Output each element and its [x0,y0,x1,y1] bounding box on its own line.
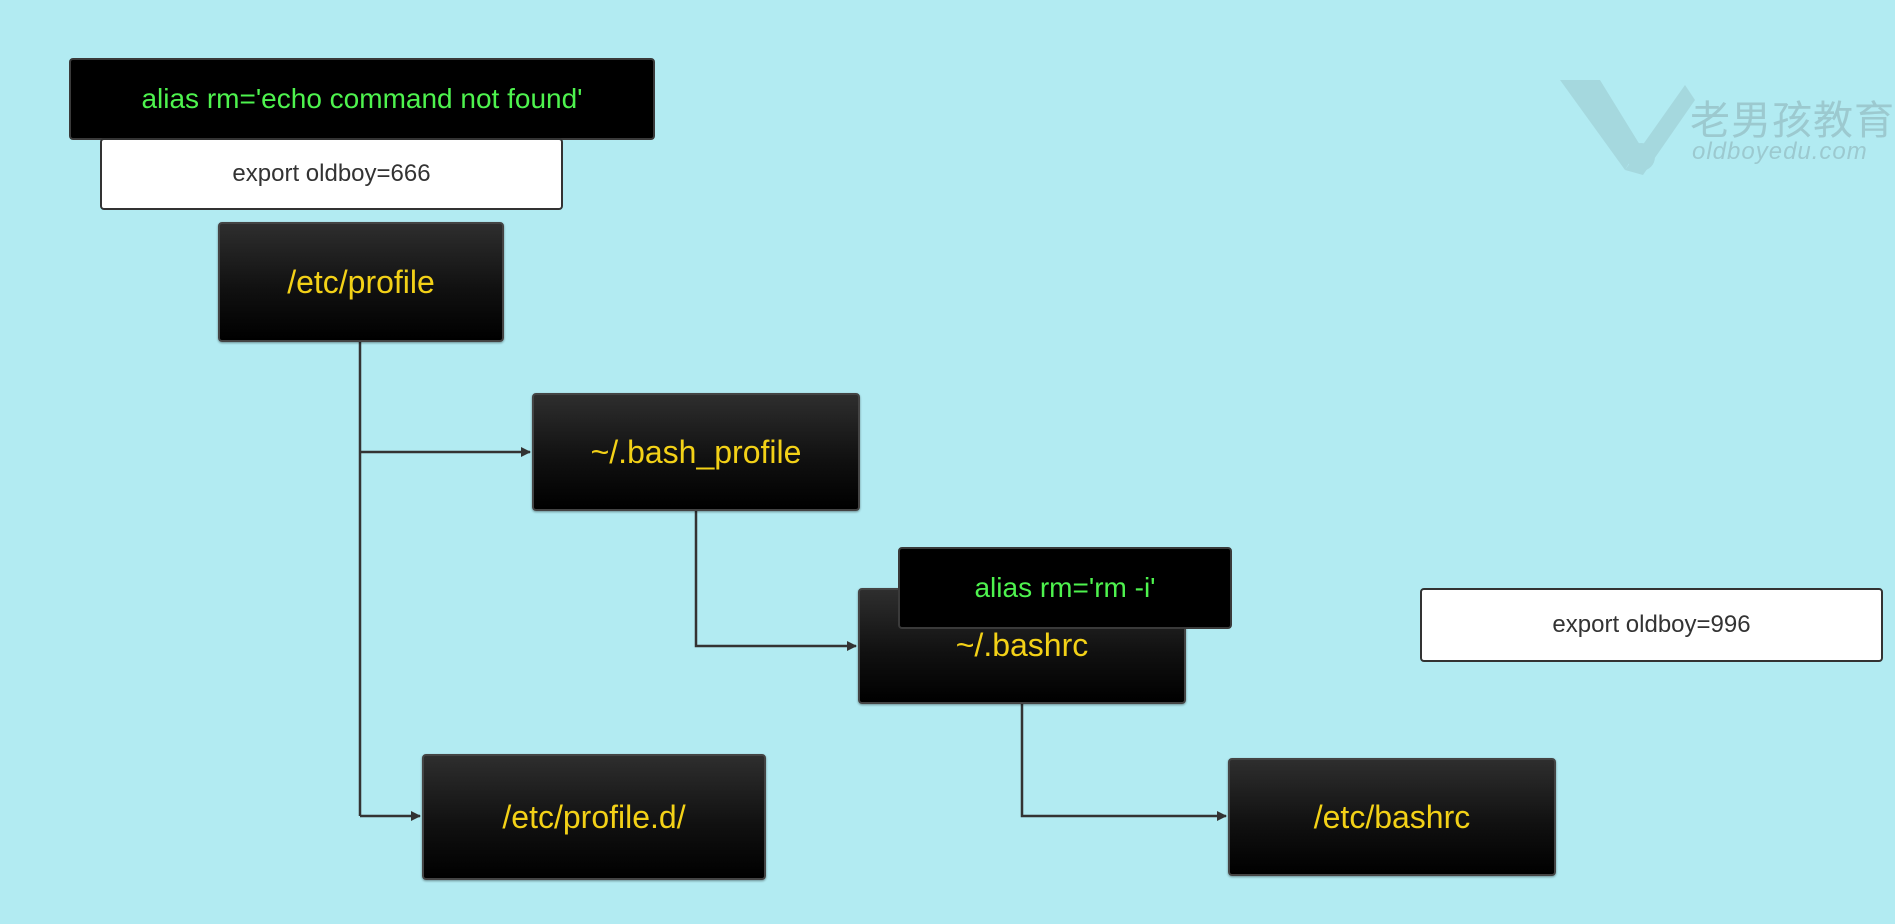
connector-to-etc-bashrc [1020,704,1227,821]
node-bashrc-label: ~/.bashrc [955,627,1089,663]
note-export-666-label: export oldboy=666 [232,160,431,187]
alias-echo-box: alias rm='echo command not found' [69,58,655,140]
node-etc-profile-label: /etc/profile [287,263,435,300]
node-etc-bashrc-label: /etc/bashrc [1313,798,1471,835]
node-etc-bashrc[interactable]: /etc/bashrc [1228,758,1556,876]
node-etc-profile[interactable]: /etc/profile [218,222,504,342]
note-export-666: export oldboy=666 [100,138,563,210]
node-bash-profile[interactable]: ~/.bash_profile [532,393,860,511]
alias-echo-label: alias rm='echo command not found' [141,83,583,114]
watermark-title: 老男孩教育 [1690,99,1895,143]
watermark-url: oldboyedu.com [1692,138,1868,165]
alias-rm-i-label: alias rm='rm -i' [974,572,1156,603]
alias-rm-i-box: alias rm='rm -i' [898,547,1232,629]
connector-to-bashrc [694,510,857,651]
node-etc-profile-d-label: /etc/profile.d/ [502,798,686,835]
note-export-996-label: export oldboy=996 [1552,611,1751,638]
node-etc-profile-d[interactable]: /etc/profile.d/ [422,754,766,880]
node-bash-profile-label: ~/.bash_profile [590,433,802,470]
oldboy-v-logo-icon [1560,80,1695,175]
note-export-996: export oldboy=996 [1420,588,1883,662]
